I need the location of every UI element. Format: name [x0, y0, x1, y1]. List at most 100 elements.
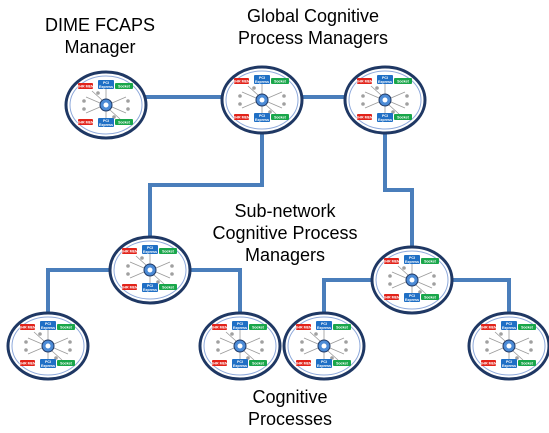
- svg-text:Socket: Socket: [521, 362, 534, 366]
- shared-memory-badge: SHR MEM: [211, 324, 228, 330]
- svg-text:Socket: Socket: [252, 362, 265, 366]
- svg-text:PCI: PCI: [321, 322, 327, 326]
- socket-badge: Socket: [57, 324, 75, 330]
- svg-text:Express: Express: [502, 364, 516, 368]
- svg-text:SHR MEM: SHR MEM: [77, 85, 94, 89]
- svg-text:Socket: Socket: [336, 326, 349, 330]
- svg-text:PCI: PCI: [259, 76, 265, 80]
- svg-text:Socket: Socket: [424, 296, 437, 300]
- socket-badge: Socket: [333, 324, 351, 330]
- svg-text:PCI: PCI: [382, 76, 388, 80]
- svg-text:SHR MEM: SHR MEM: [121, 286, 138, 290]
- shared-memory-badge: SHR MEM: [19, 324, 36, 330]
- svg-text:Socket: Socket: [274, 116, 287, 120]
- svg-text:Express: Express: [41, 364, 55, 368]
- svg-text:SHR MEM: SHR MEM: [211, 326, 228, 330]
- svg-text:Express: Express: [99, 85, 113, 89]
- dime-fcaps-label: DIME FCAPS Manager: [40, 14, 160, 58]
- svg-text:PCI: PCI: [382, 114, 388, 118]
- svg-text:PCI: PCI: [103, 81, 109, 85]
- svg-text:PCI: PCI: [237, 322, 243, 326]
- shared-memory-badge: SHR MEM: [295, 324, 312, 330]
- svg-text:Socket: Socket: [397, 80, 410, 84]
- svg-text:PCI: PCI: [321, 360, 327, 364]
- svg-text:Express: Express: [378, 118, 392, 122]
- connector-line: [148, 130, 264, 240]
- svg-text:Express: Express: [255, 80, 269, 84]
- svg-text:SHR MEM: SHR MEM: [211, 362, 228, 366]
- shared-memory-badge: SHR MEM: [383, 294, 400, 300]
- cog-label-line2: Processes: [247, 409, 333, 429]
- socket-badge: Socket: [159, 284, 177, 290]
- svg-text:SHR MEM: SHR MEM: [480, 362, 497, 366]
- svg-text:Socket: Socket: [118, 85, 131, 89]
- svg-text:PCI: PCI: [45, 360, 51, 364]
- socket-badge: Socket: [518, 324, 536, 330]
- svg-text:SHR MEM: SHR MEM: [19, 362, 36, 366]
- svg-text:Express: Express: [143, 250, 157, 254]
- dime-label-line1: DIME FCAPS: [44, 15, 155, 35]
- svg-text:SHR MEM: SHR MEM: [295, 362, 312, 366]
- socket-badge: Socket: [518, 360, 536, 366]
- shared-memory-badge: SHR MEM: [233, 78, 250, 84]
- svg-text:PCI: PCI: [147, 284, 153, 288]
- svg-text:Socket: Socket: [162, 286, 175, 290]
- shared-memory-badge: SHR MEM: [121, 248, 138, 254]
- shared-memory-badge: SHR MEM: [356, 114, 373, 120]
- svg-text:SHR MEM: SHR MEM: [233, 116, 250, 120]
- svg-text:Express: Express: [233, 326, 247, 330]
- socket-badge: Socket: [421, 258, 439, 264]
- svg-text:PCI: PCI: [409, 256, 415, 260]
- svg-text:SHR MEM: SHR MEM: [356, 80, 373, 84]
- svg-text:PCI: PCI: [506, 322, 512, 326]
- socket-badge: Socket: [57, 360, 75, 366]
- shared-memory-badge: SHR MEM: [480, 360, 497, 366]
- svg-text:Express: Express: [143, 288, 157, 292]
- shared-memory-badge: SHR MEM: [77, 83, 94, 89]
- svg-text:PCI: PCI: [409, 294, 415, 298]
- shared-memory-badge: SHR MEM: [77, 119, 94, 125]
- svg-text:PCI: PCI: [147, 246, 153, 250]
- shared-memory-badge: SHR MEM: [211, 360, 228, 366]
- socket-badge: Socket: [271, 114, 289, 120]
- svg-text:PCI: PCI: [103, 119, 109, 123]
- socket-badge: Socket: [115, 119, 133, 125]
- global-label-line1: Global Cognitive: [246, 6, 380, 26]
- svg-text:SHR MEM: SHR MEM: [77, 121, 94, 125]
- subnet-label-line2: Cognitive Process: [212, 223, 358, 243]
- svg-text:Express: Express: [502, 326, 516, 330]
- socket-badge: Socket: [394, 114, 412, 120]
- svg-text:SHR MEM: SHR MEM: [295, 326, 312, 330]
- shared-memory-badge: SHR MEM: [480, 324, 497, 330]
- svg-text:Express: Express: [378, 80, 392, 84]
- svg-text:SHR MEM: SHR MEM: [233, 80, 250, 84]
- shared-memory-badge: SHR MEM: [295, 360, 312, 366]
- shared-memory-badge: SHR MEM: [383, 258, 400, 264]
- svg-text:Socket: Socket: [252, 326, 265, 330]
- svg-text:Socket: Socket: [60, 326, 73, 330]
- global-managers-label: Global Cognitive Process Managers: [213, 5, 413, 49]
- cog-label-line1: Cognitive: [252, 387, 328, 407]
- svg-text:SHR MEM: SHR MEM: [356, 116, 373, 120]
- subnet-managers-label: Sub-network Cognitive Process Managers: [195, 200, 375, 266]
- svg-text:Socket: Socket: [521, 326, 534, 330]
- svg-text:Express: Express: [317, 364, 331, 368]
- subnet-label-line1: Sub-network: [234, 201, 336, 221]
- svg-text:Socket: Socket: [397, 116, 410, 120]
- svg-text:PCI: PCI: [506, 360, 512, 364]
- svg-text:Socket: Socket: [424, 260, 437, 264]
